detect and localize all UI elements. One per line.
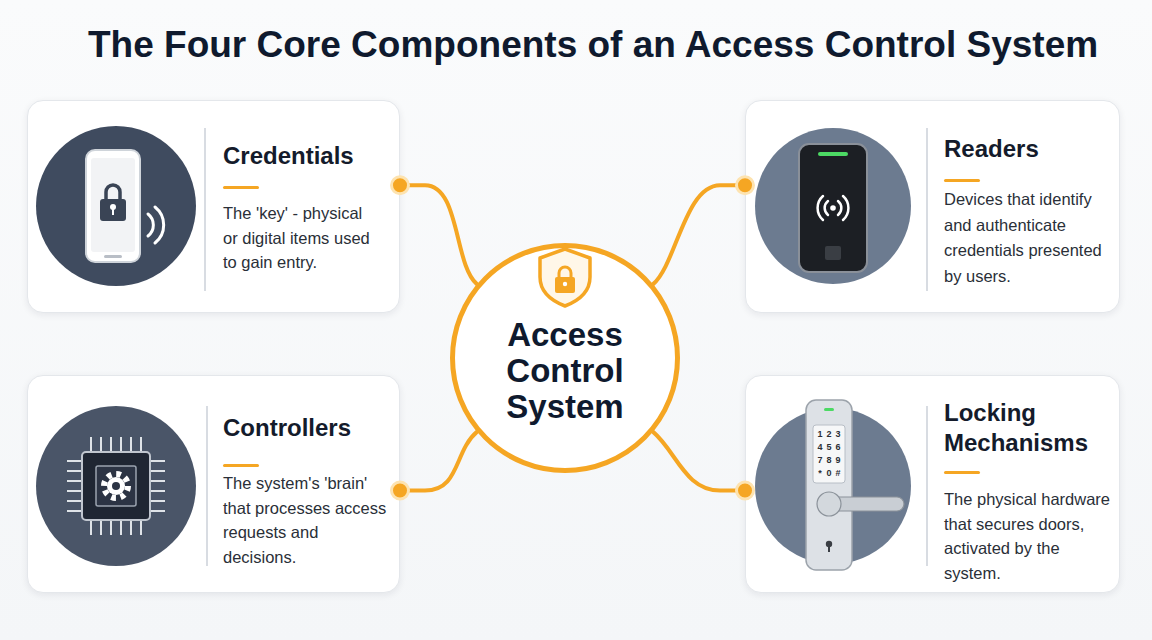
keypad-digit: 1 <box>817 429 822 439</box>
card-heading: Locking Mechanisms <box>944 398 1114 458</box>
lock-icon <box>755 400 911 570</box>
keypad-digit: 4 <box>817 442 822 452</box>
icon-circle <box>36 406 196 566</box>
connector-line <box>400 432 477 491</box>
status-led <box>824 408 834 411</box>
connector-dot <box>737 177 754 194</box>
card-divider <box>206 406 208 566</box>
connector-line <box>653 185 745 284</box>
card-divider <box>926 128 928 291</box>
keypad-digit: # <box>835 468 840 478</box>
component-card: ReadersDevices that identify and authent… <box>745 100 1120 313</box>
keypad-digit: 9 <box>835 455 840 465</box>
padlock-body <box>100 199 126 221</box>
keypad-digit: 7 <box>817 455 822 465</box>
door-handle <box>818 497 904 511</box>
card-heading: Readers <box>944 134 1114 164</box>
chip-core <box>96 466 136 506</box>
card-divider <box>926 406 928 566</box>
component-card: Locking MechanismsThe physical hardware … <box>745 375 1120 593</box>
connector-dot <box>392 177 409 194</box>
padlock-shackle <box>106 185 120 200</box>
wireless-waves <box>148 207 164 243</box>
keyhole <box>828 545 830 552</box>
shield-icon <box>540 249 590 306</box>
keypad-digit: * <box>818 468 822 478</box>
keyhole <box>563 282 567 286</box>
card-divider <box>204 128 206 291</box>
card-description: Devices that identify and authenticate c… <box>944 187 1110 289</box>
reader-body <box>799 144 867 272</box>
connector-line <box>400 185 477 284</box>
component-card: CredentialsThe 'key' - physical or digit… <box>27 100 400 313</box>
connector-line <box>653 432 745 491</box>
card-description: The 'key' - physical or digital items us… <box>223 201 377 275</box>
icon-circle <box>755 128 911 284</box>
keyhole <box>110 204 116 210</box>
keypad-digit: 6 <box>835 442 840 452</box>
icon-circle <box>36 126 196 286</box>
wireless-dot <box>830 205 836 211</box>
card-description: The physical hardware that secures doors… <box>944 487 1116 585</box>
keypad-digit: 5 <box>826 442 831 452</box>
gear-teeth <box>104 474 128 498</box>
accent-bar <box>223 464 259 467</box>
keypad <box>813 425 845 483</box>
gear-body <box>107 477 125 495</box>
keyhole <box>826 541 832 547</box>
keypad-digit: 8 <box>826 455 831 465</box>
phone-body <box>86 150 140 262</box>
padlock-shackle <box>559 267 571 278</box>
chip-pins <box>67 437 165 535</box>
chip-icon <box>36 406 196 566</box>
phone-icon <box>36 126 196 286</box>
reader-sensor <box>825 246 841 260</box>
card-heading: Credentials <box>223 141 393 171</box>
connector-dot <box>737 482 754 499</box>
chip-body <box>82 452 150 520</box>
lock-plate <box>806 400 852 570</box>
wireless-waves <box>818 196 849 220</box>
card-heading: Controllers <box>223 413 393 443</box>
component-card: ControllersThe system's 'brain' that pro… <box>27 375 400 593</box>
phone-home-bar <box>104 255 122 258</box>
keypad-digit: 3 <box>835 429 840 439</box>
accent-bar <box>223 186 259 189</box>
padlock-body <box>555 277 575 293</box>
shield-outline <box>540 249 590 306</box>
accent-bar <box>944 179 980 182</box>
accent-bar <box>944 471 980 474</box>
hub-label: Access Control System <box>450 317 680 425</box>
card-description: The system's 'brain' that processes acce… <box>223 471 391 569</box>
reader-icon <box>755 128 911 284</box>
status-led <box>818 152 848 156</box>
connector-dot <box>392 482 409 499</box>
diagram-title: The Four Core Components of an Access Co… <box>88 23 1098 67</box>
gear-hole <box>112 482 120 490</box>
handle-rose <box>817 492 841 516</box>
phone-screen <box>91 158 135 252</box>
keypad-digit: 2 <box>826 429 831 439</box>
icon-circle <box>755 408 911 564</box>
keypad-digit: 0 <box>826 468 831 478</box>
hub-circle: Access Control System <box>450 243 680 473</box>
keyhole <box>112 207 114 215</box>
